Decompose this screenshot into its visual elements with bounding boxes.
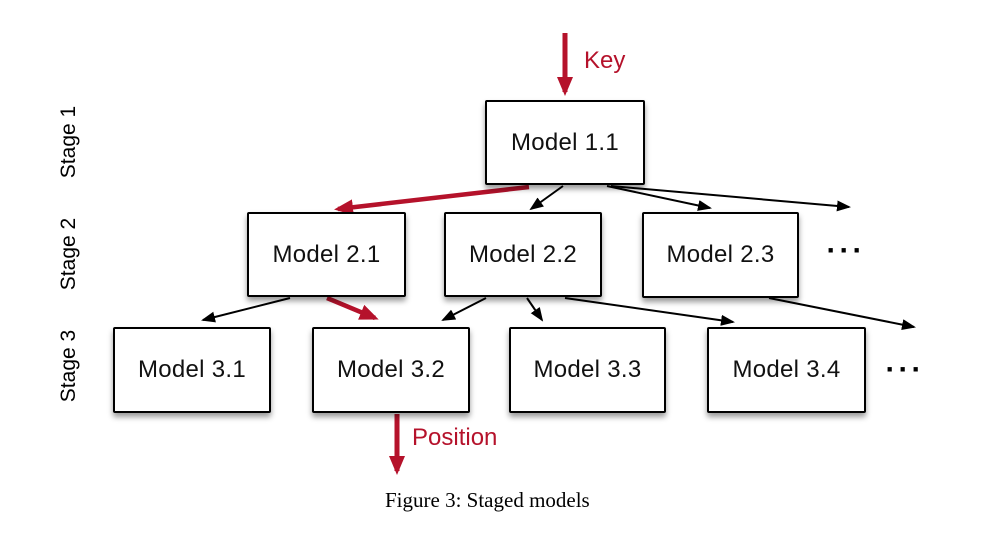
key-label: Key	[584, 47, 626, 74]
stage-2-label: Stage 2	[57, 217, 80, 291]
edge-model11-model23	[606, 185, 712, 211]
node-model-3-2-label: Model 3.2	[336, 356, 446, 383]
figure-caption: Figure 3: Staged models	[385, 488, 590, 512]
edge-model22-model32	[441, 297, 487, 321]
position-label: Position	[412, 424, 498, 451]
node-model-3-3-label: Model 3.3	[533, 356, 642, 383]
edge-model23-more	[768, 297, 916, 331]
node-model-3-2: Model 3.2	[312, 327, 470, 413]
node-model-2-1-label: Model 2.1	[272, 240, 381, 268]
node-model-3-3: Model 3.3	[509, 327, 666, 413]
node-model-1-1-label: Model 1.1	[510, 128, 620, 156]
node-model-3-1: Model 3.1	[113, 327, 271, 413]
edge-model21-model32-highlight	[326, 295, 379, 321]
edge-model22-model34	[564, 297, 735, 326]
node-model-2-2: Model 2.2	[444, 212, 602, 297]
edge-model11-more	[610, 185, 851, 212]
stage-2-ellipsis: ···	[826, 233, 866, 267]
node-model-2-3: Model 2.3	[642, 212, 799, 298]
node-model-1-1: Model 1.1	[485, 100, 645, 185]
node-model-2-3-label: Model 2.3	[666, 241, 775, 268]
node-model-3-4-label: Model 3.4	[732, 356, 841, 383]
node-model-2-2-label: Model 2.2	[468, 240, 578, 268]
edge-model22-model33	[526, 297, 544, 322]
stage-1-label: Stage 1	[57, 105, 80, 179]
node-model-3-1-label: Model 3.1	[137, 356, 247, 383]
stage-3-label: Stage 3	[57, 329, 80, 403]
stage-3-ellipsis: ···	[885, 352, 925, 386]
node-model-3-4: Model 3.4	[707, 327, 866, 413]
edge-model21-model31	[201, 297, 291, 323]
edge-model11-model21-highlight	[334, 184, 530, 216]
node-model-2-1: Model 2.1	[247, 212, 406, 297]
edge-model11-model22	[529, 185, 564, 211]
